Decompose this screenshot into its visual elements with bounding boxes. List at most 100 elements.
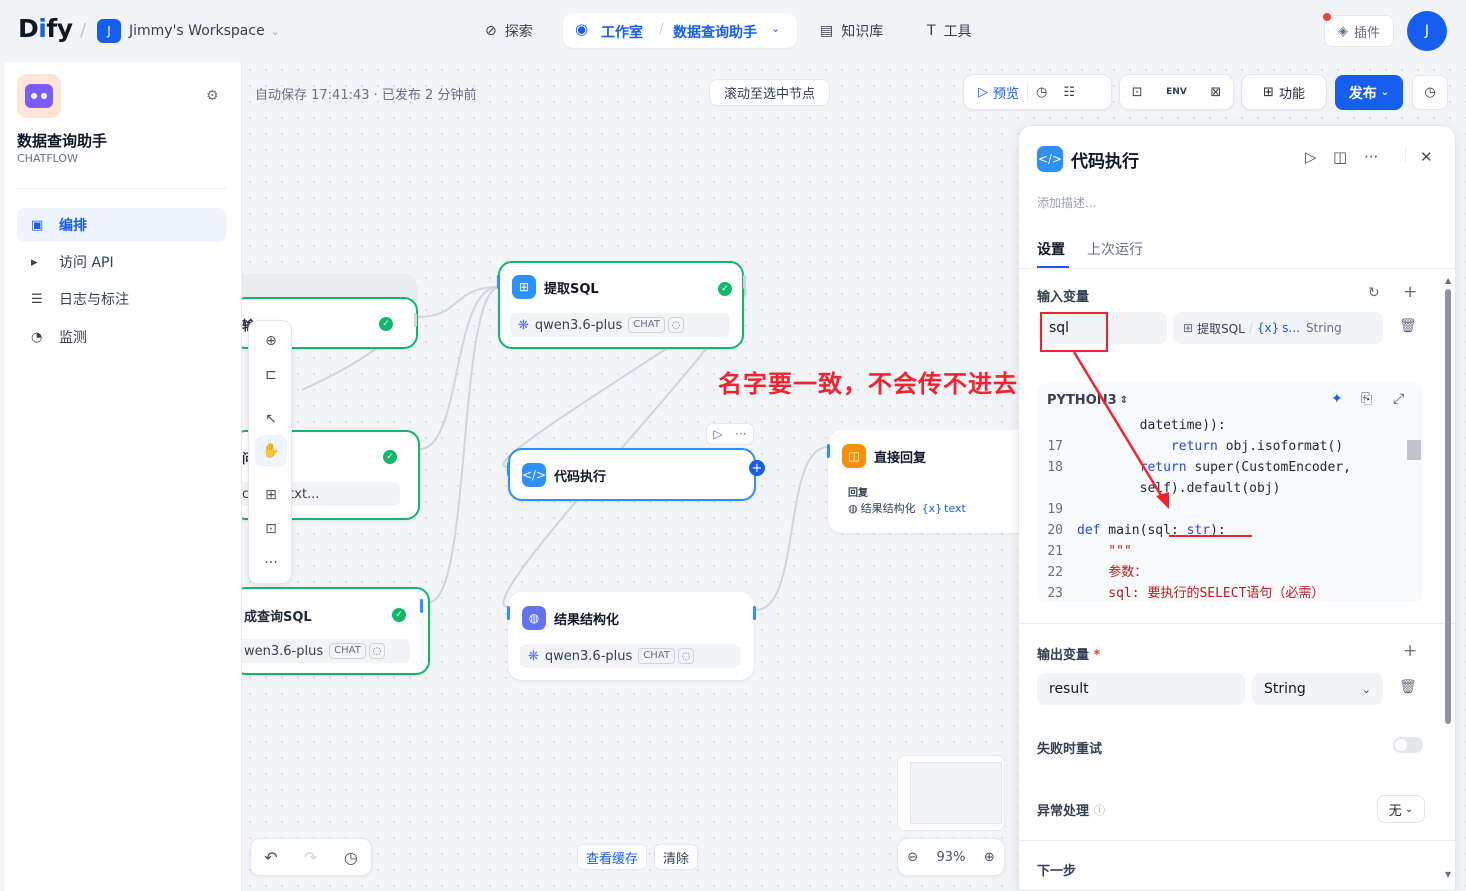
workspace-switcher[interactable]: J Jimmy's Workspace ⌄ bbox=[97, 18, 280, 44]
run-node-icon[interactable]: ▷ bbox=[1305, 148, 1317, 166]
node-input-handle[interactable] bbox=[497, 275, 500, 289]
dify-logo[interactable]: Dify bbox=[18, 14, 73, 43]
add-icon[interactable]: + bbox=[1403, 641, 1418, 661]
hand-icon[interactable]: ✋ bbox=[255, 435, 287, 467]
autosave-status: 自动保存 17:41:43 · 已发布 2 分钟前 bbox=[255, 88, 477, 103]
node-output-handle[interactable] bbox=[743, 275, 746, 289]
tab-settings[interactable]: 设置 bbox=[1037, 242, 1065, 258]
chevron-down-icon: ⌄ bbox=[771, 22, 781, 35]
input-var-reference[interactable]: ⊞提取SQL /{x}s... String bbox=[1173, 312, 1383, 344]
more-icon[interactable]: ··· bbox=[264, 555, 278, 571]
user-avatar[interactable]: J bbox=[1407, 11, 1447, 51]
add-next-node-icon[interactable]: + bbox=[749, 460, 765, 476]
node-handle[interactable] bbox=[420, 599, 423, 613]
node-handle[interactable] bbox=[414, 313, 417, 327]
nav-app-label[interactable]: 数据查询助手 bbox=[673, 25, 757, 41]
clear-button[interactable]: 清除 bbox=[654, 844, 699, 870]
output-var-name[interactable]: result bbox=[1037, 673, 1245, 705]
view-cache-button[interactable]: 查看缓存 bbox=[577, 844, 648, 870]
refresh-icon[interactable]: ↻ bbox=[1368, 285, 1380, 301]
more-icon[interactable]: ··· bbox=[1364, 148, 1379, 166]
output-var-type-select[interactable]: String⌄ bbox=[1252, 673, 1383, 705]
run-icon[interactable]: ▷ bbox=[713, 427, 723, 441]
language-selector[interactable]: PYTHON3⇕ bbox=[1047, 393, 1129, 408]
trash-icon[interactable]: 🗑 bbox=[1399, 679, 1417, 695]
plugin-button[interactable]: ◈插件 bbox=[1323, 13, 1394, 47]
retry-toggle[interactable] bbox=[1393, 737, 1423, 753]
sidebar-item-orchestrate[interactable]: ▣编排 bbox=[17, 208, 227, 242]
node-input-handle[interactable] bbox=[507, 462, 510, 476]
code-line[interactable]: 21 """ bbox=[1037, 541, 1423, 562]
checklist-icon[interactable]: ◷ bbox=[1036, 84, 1048, 100]
code-line[interactable]: datetime)): bbox=[1037, 415, 1423, 436]
pointer-icon[interactable]: ↖ bbox=[265, 411, 277, 427]
expand-icon[interactable]: ⤢ bbox=[1393, 391, 1405, 407]
export-image-icon[interactable]: ⊡ bbox=[265, 521, 277, 537]
sidebar-item-monitor[interactable]: ◔监测 bbox=[31, 329, 87, 347]
scroll-to-selected-button[interactable]: 滚动至选中节点 bbox=[709, 79, 830, 106]
list-icon[interactable]: ☷ bbox=[1063, 84, 1076, 100]
sidebar-item-api[interactable]: ▸访问 API bbox=[31, 254, 114, 272]
node-code-exec[interactable]: </> 代码执行 + bbox=[507, 448, 765, 501]
more-icon[interactable]: ··· bbox=[735, 427, 747, 441]
node-output-handle[interactable] bbox=[753, 606, 756, 620]
code-editor[interactable]: PYTHON3⇕ ✦ ⎘ ⤢ datetime)):17 return obj.… bbox=[1037, 383, 1423, 603]
nav-knowledge[interactable]: ▤知识库 bbox=[820, 23, 884, 40]
add-node-icon[interactable]: ⊕ bbox=[265, 333, 277, 349]
scroll-down-icon[interactable]: ▼ bbox=[1445, 870, 1452, 879]
add-icon[interactable]: + bbox=[1403, 282, 1418, 302]
code-line[interactable]: self).default(obj) bbox=[1037, 478, 1423, 499]
sliders-icon[interactable]: ⚙ bbox=[206, 88, 219, 104]
features-button[interactable]: ⊞功能 bbox=[1241, 74, 1327, 110]
gauge-icon: ◔ bbox=[31, 329, 43, 345]
undo-icon[interactable]: ↶ bbox=[264, 847, 278, 867]
global-var-icon[interactable]: ⊠ bbox=[1210, 84, 1222, 100]
history-button[interactable]: ◷ bbox=[1412, 75, 1448, 110]
code-line[interactable]: 17 return obj.isoformat() bbox=[1037, 436, 1423, 457]
code-line[interactable]: 18 return super(CustomEncoder, bbox=[1037, 457, 1423, 478]
preview-button[interactable]: ▷预览 bbox=[978, 84, 1020, 102]
description-input[interactable]: 添加描述... bbox=[1037, 196, 1097, 210]
organize-icon[interactable]: ⊞ bbox=[265, 487, 277, 503]
help-icon[interactable]: ⓘ bbox=[1094, 803, 1106, 817]
code-token: obj.isoformat() bbox=[1217, 439, 1344, 454]
node-reply[interactable]: ◫ 直接回复 回复 ◍结果结构化 {x}text bbox=[827, 430, 1028, 533]
version-history-icon[interactable]: ◷ bbox=[343, 847, 358, 867]
scroll-up-icon[interactable]: ▲ bbox=[1445, 276, 1452, 285]
minimap[interactable] bbox=[897, 755, 1005, 831]
code-line[interactable]: 23 sql: 要执行的SELECT语句（必需） bbox=[1037, 583, 1423, 603]
help-book-icon[interactable]: ◫ bbox=[1333, 148, 1348, 166]
node-input-handle[interactable] bbox=[507, 606, 510, 620]
redo-icon[interactable]: ↷ bbox=[304, 847, 318, 867]
tab-last-run[interactable]: 上次运行 bbox=[1087, 242, 1143, 258]
trash-icon[interactable]: 🗑 bbox=[1399, 318, 1417, 334]
sidebar-item-logs[interactable]: ☰日志与标注 bbox=[31, 291, 129, 309]
zoom-in-icon[interactable]: ⊕ bbox=[983, 849, 995, 865]
input-var-name[interactable]: sql bbox=[1037, 312, 1167, 344]
nav-explore[interactable]: ⊘探索 bbox=[485, 23, 533, 40]
node-input-handle[interactable] bbox=[827, 444, 830, 458]
add-note-icon[interactable]: ⊏ bbox=[265, 367, 277, 383]
zoom-level[interactable]: 93% bbox=[936, 849, 966, 865]
publish-button[interactable]: 发布⌄ bbox=[1335, 75, 1403, 110]
code-line[interactable]: 19 bbox=[1037, 499, 1423, 520]
qwen-icon: ❋ bbox=[518, 317, 529, 333]
sparkle-icon[interactable]: ✦ bbox=[1331, 391, 1343, 407]
error-handling-select[interactable]: 无⌄ bbox=[1377, 795, 1425, 823]
code-scrollbar[interactable] bbox=[1407, 440, 1421, 460]
env-button[interactable]: ENV bbox=[1166, 87, 1187, 97]
panel-scrollbar[interactable] bbox=[1445, 289, 1451, 724]
close-icon[interactable]: ✕ bbox=[1420, 148, 1433, 166]
copy-icon[interactable]: ⎘ bbox=[1361, 391, 1373, 407]
conversation-var-icon[interactable]: ⊡ bbox=[1131, 84, 1143, 100]
code-line[interactable]: 22 参数： bbox=[1037, 562, 1423, 583]
nav-studio[interactable]: ◉ 工作室 / 数据查询助手 ⌄ bbox=[563, 13, 797, 48]
zoom-out-icon[interactable]: ⊖ bbox=[907, 849, 919, 865]
code-content[interactable]: datetime)):17 return obj.isoformat()18 r… bbox=[1037, 415, 1423, 603]
